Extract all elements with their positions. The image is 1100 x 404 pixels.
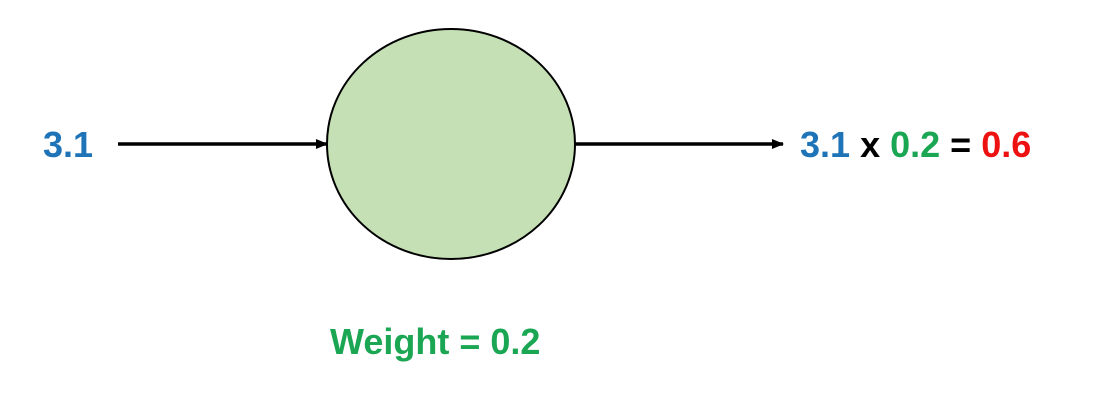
weight-label: Weight = 0.2 xyxy=(330,324,540,360)
equals-operator: = xyxy=(950,124,972,165)
output-input-term: 3.1 xyxy=(800,124,851,165)
input-value-label: 3.1 xyxy=(43,127,93,163)
output-equation: 3.1 x 0.2 = 0.6 xyxy=(800,127,1031,163)
weight-label-text: Weight xyxy=(330,321,450,362)
weight-value: 0.2 xyxy=(490,321,541,362)
multiply-operator: x xyxy=(860,124,881,165)
input-value: 3.1 xyxy=(43,124,94,165)
output-result: 0.6 xyxy=(981,124,1032,165)
weight-equals: = xyxy=(459,321,481,362)
output-weight-term: 0.2 xyxy=(890,124,941,165)
neuron-node xyxy=(326,28,576,260)
